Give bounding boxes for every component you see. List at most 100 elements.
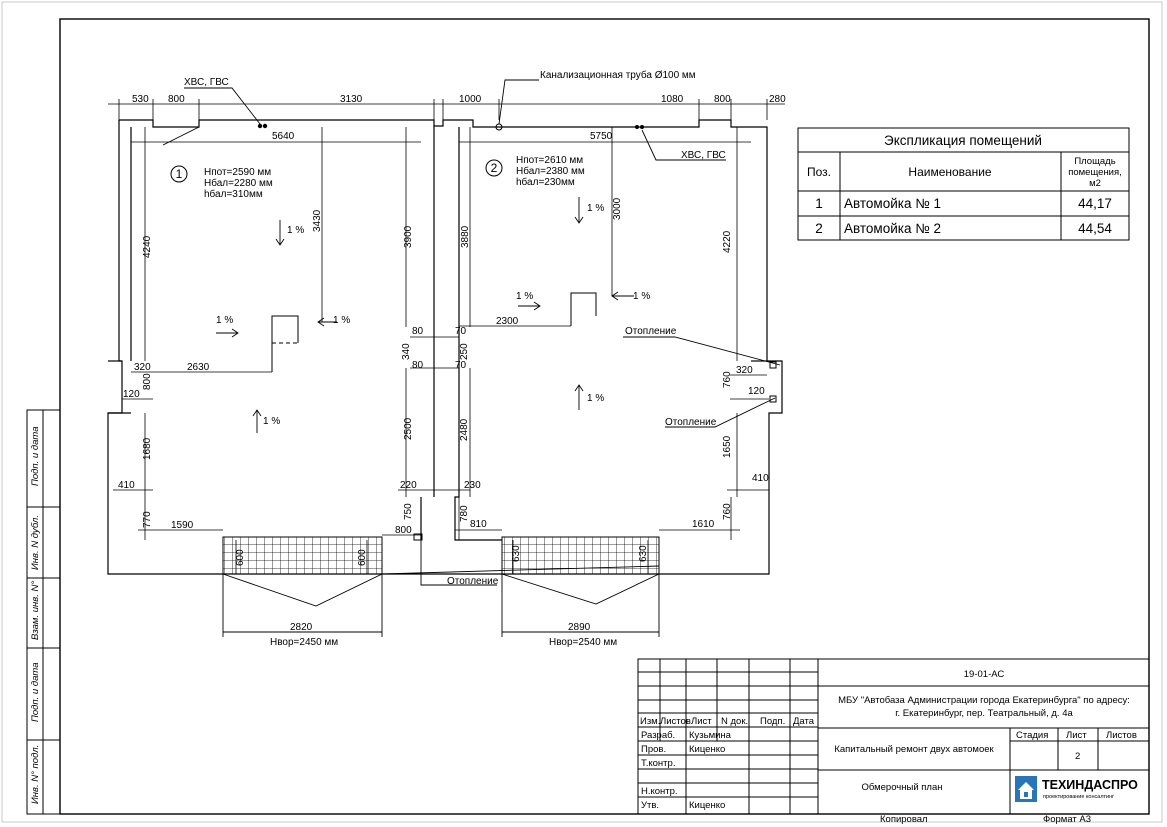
slope-label: 1 % bbox=[216, 315, 233, 326]
dim-label: 2300 bbox=[496, 316, 519, 327]
dim-label: 1000 bbox=[459, 94, 482, 105]
tb-role: Т.контр. bbox=[641, 758, 675, 769]
dim-label: 780 bbox=[459, 505, 470, 522]
dim-label: 4220 bbox=[722, 230, 733, 253]
explication-row-name: Автомойка № 1 bbox=[844, 196, 941, 211]
dimension-lines bbox=[108, 99, 785, 574]
dim-label: 3000 bbox=[612, 197, 623, 220]
room-1-height-1: Hпот=2590 мм bbox=[204, 167, 271, 178]
dim-label: 3430 bbox=[312, 209, 323, 232]
explication-row-area: 44,54 bbox=[1078, 221, 1112, 236]
tb-name: Киценко bbox=[689, 744, 725, 755]
tb-code: 19-01-АС bbox=[964, 669, 1005, 680]
tb-name: Киценко bbox=[689, 800, 725, 811]
room-1-height-3: hбал=310мм bbox=[204, 188, 263, 200]
dim-label: 410 bbox=[752, 473, 769, 484]
dim-label: 800 bbox=[168, 94, 185, 105]
explication-header-area: м2 bbox=[1089, 178, 1101, 189]
dim-label: 760 bbox=[722, 503, 733, 520]
tb-sheet-value: 2 bbox=[1075, 751, 1080, 762]
dim-label: 410 bbox=[118, 480, 135, 491]
side-stamp-label-2: Инв. N дубл. bbox=[30, 515, 41, 570]
tb-sheet-label: Лист bbox=[1066, 730, 1087, 741]
slope-label: 1 % bbox=[516, 291, 533, 302]
tb-col-listov: Листов bbox=[660, 716, 691, 727]
tb-role: Разраб. bbox=[641, 730, 675, 741]
dim-label: 2890 bbox=[568, 622, 591, 633]
slope-label: 1 % bbox=[287, 225, 304, 236]
dim-label: 810 bbox=[470, 519, 487, 530]
slope-arrows bbox=[216, 197, 634, 433]
dim-label: 80 bbox=[412, 360, 424, 371]
tb-name: Кузьмина bbox=[689, 730, 732, 741]
dim-label: 630 bbox=[638, 545, 649, 562]
explication-row-area: 44,17 bbox=[1078, 196, 1112, 211]
side-stamp-label-5: Инв. N° подл. bbox=[30, 745, 41, 804]
explication-title: Экспликация помещений bbox=[884, 133, 1042, 148]
slope-label: 1 % bbox=[587, 393, 604, 404]
slope-label: 1 % bbox=[587, 203, 604, 214]
dim-label: 5640 bbox=[272, 131, 295, 142]
logo-subtext: проектирование консалтинг bbox=[1043, 794, 1114, 800]
tb-copied: Копировал bbox=[880, 814, 928, 825]
room-2-height-3: hбал=230мм bbox=[516, 176, 575, 188]
dim-label: 3900 bbox=[403, 225, 414, 248]
explication-header-name: Наименование bbox=[908, 165, 992, 179]
side-stamp-label-3: Взам. инв. N° bbox=[30, 581, 41, 640]
gate-1-hatch bbox=[222, 536, 383, 575]
dim-label: 3880 bbox=[460, 225, 471, 248]
dim-label: 760 bbox=[722, 371, 733, 388]
tb-role: Пров. bbox=[641, 744, 666, 755]
tb-col-podp: Подп. bbox=[760, 716, 785, 727]
tb-org-1: МБУ "Автобаза Администрации города Екате… bbox=[838, 695, 1130, 706]
company-logo: ТЕХИНДАСПРО проектирование консалтинг bbox=[1015, 776, 1138, 802]
tb-object: Капитальный ремонт двух автомоек bbox=[834, 744, 994, 755]
dim-label: 70 bbox=[455, 326, 467, 337]
dim-label: 340 bbox=[401, 343, 412, 360]
tb-sheets-label: Листов bbox=[1106, 730, 1137, 741]
dim-label: 80 bbox=[412, 326, 424, 337]
dim-label: 70 bbox=[455, 360, 467, 371]
dim-label: 4240 bbox=[142, 235, 153, 258]
dim-label: 220 bbox=[400, 480, 417, 491]
dim-label: 230 bbox=[464, 480, 481, 491]
dim-label: 2630 bbox=[187, 362, 210, 373]
tb-format: Формат А3 bbox=[1043, 814, 1091, 825]
dim-label: 800 bbox=[395, 525, 412, 536]
dim-label: 1080 bbox=[661, 94, 684, 105]
gate-2-height: Hвор=2540 мм bbox=[549, 637, 617, 648]
dim-label: 1590 bbox=[171, 520, 194, 531]
dim-label: 800 bbox=[714, 94, 731, 105]
side-stamp bbox=[26, 409, 61, 815]
dim-label: 770 bbox=[142, 511, 153, 528]
label-sewer-pipe: Канализационная труба Ø100 мм bbox=[540, 69, 696, 81]
room-2-marker bbox=[485, 159, 503, 177]
dim-label: 1610 bbox=[692, 519, 715, 530]
dim-label: 750 bbox=[403, 503, 414, 520]
dim-label: 600 bbox=[357, 549, 368, 566]
dim-label: 320 bbox=[736, 365, 753, 376]
room-2-height-2: Hбал=2380 мм bbox=[516, 165, 585, 177]
dim-label: 2820 bbox=[290, 622, 313, 633]
label-hvs-gvs-right: ХВС, ГВС bbox=[681, 150, 726, 161]
leader-lines bbox=[162, 79, 781, 586]
slope-label: 1 % bbox=[263, 416, 280, 427]
room-1-marker bbox=[170, 165, 188, 183]
dim-label: 3130 bbox=[340, 94, 363, 105]
side-stamp-label-1: Подп. и дата bbox=[30, 427, 41, 486]
tb-role: Утв. bbox=[641, 800, 659, 811]
dim-label: 530 bbox=[132, 94, 149, 105]
title-block bbox=[637, 658, 1150, 815]
slope-label: 1 % bbox=[333, 315, 350, 326]
dim-label: 1680 bbox=[142, 437, 153, 460]
dim-label: 2480 bbox=[459, 418, 470, 441]
dim-label: 320 bbox=[134, 362, 151, 373]
explication-table bbox=[797, 127, 1130, 241]
explication-row-pos: 2 bbox=[815, 221, 823, 236]
label-heating-2: Отопление bbox=[665, 417, 717, 428]
dim-label: 120 bbox=[748, 386, 765, 397]
dim-label: 120 bbox=[123, 389, 140, 400]
explication-header-area: Площадь bbox=[1074, 156, 1115, 167]
